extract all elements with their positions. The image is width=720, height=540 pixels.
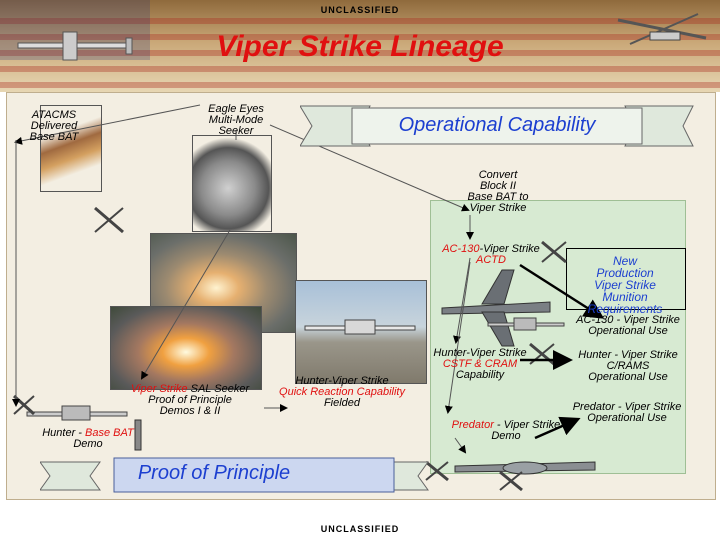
hunter-uav-left-icon xyxy=(26,405,128,421)
explosion-image-bottom xyxy=(110,306,262,390)
munition-marker-icon xyxy=(134,419,142,451)
munition-marker-icon xyxy=(94,206,124,234)
hunter-base-bat-label: Hunter - Base BAT Demo xyxy=(42,427,134,450)
munition-marker-icon xyxy=(541,240,567,264)
classification-top: UNCLASSIFIED xyxy=(320,5,400,15)
operational-capability-label: Operational Capability xyxy=(398,114,596,136)
flag-banner xyxy=(0,0,720,92)
banner-uav-right-icon xyxy=(617,13,707,45)
predator-demo-label: Predator - Viper Strike Demo xyxy=(451,419,561,442)
hunter-uav-right-icon xyxy=(487,317,565,331)
viper-sal-label: Viper Strike SAL Seeker Proof of Princip… xyxy=(130,383,250,417)
eagle-eyes-seeker-image xyxy=(192,135,272,232)
proof-of-principle-label: Proof of Principle xyxy=(137,462,291,484)
page-title: Viper Strike Lineage xyxy=(216,30,504,63)
operational-banner-shape xyxy=(300,105,694,147)
hunter-aircraft-icon xyxy=(304,319,416,335)
ac130-actd-label: AC-130-Viper Strike ACTD xyxy=(442,243,540,266)
proof-banner-shape xyxy=(40,457,429,493)
predator-aircraft-icon xyxy=(454,461,596,475)
banner-uav-left-icon xyxy=(17,31,133,61)
munition-marker-icon xyxy=(499,470,523,492)
atacms-missile-image xyxy=(40,105,102,192)
munition-marker-icon xyxy=(425,460,449,482)
classification-bottom: UNCLASSIFIED xyxy=(320,524,400,534)
ac130-aircraft-icon xyxy=(441,269,551,347)
